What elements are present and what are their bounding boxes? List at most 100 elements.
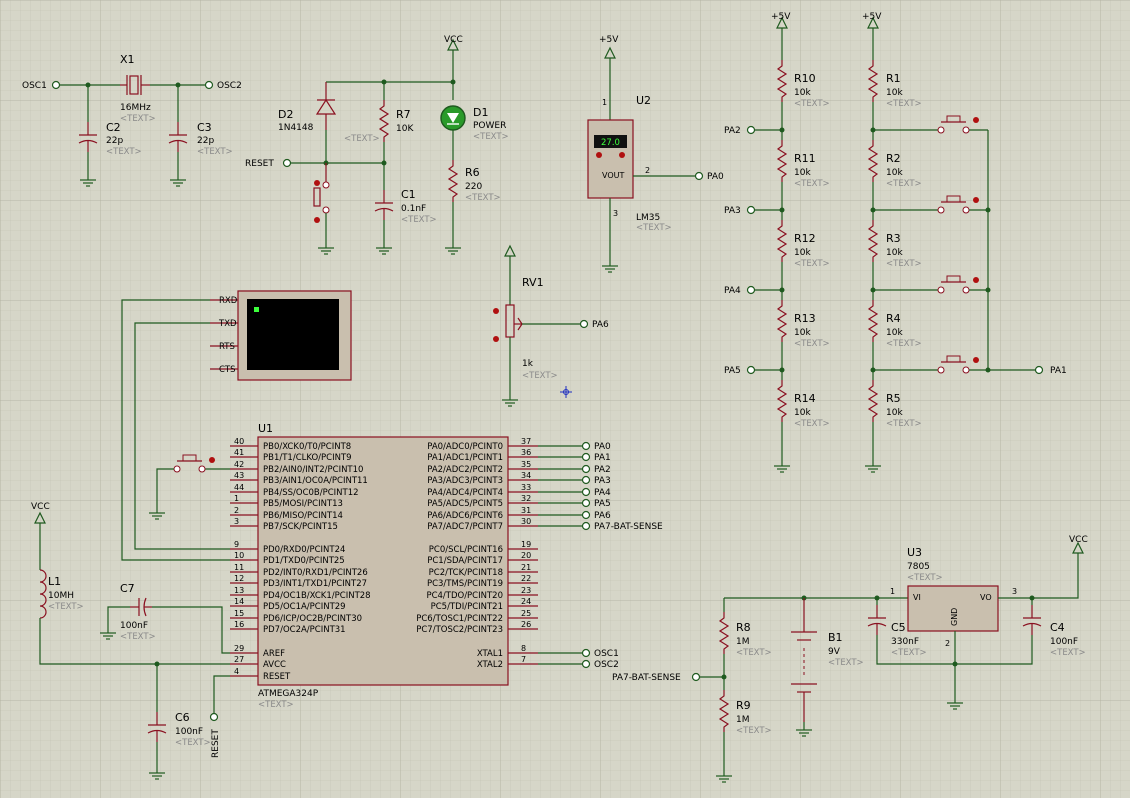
reset-u1-terminal[interactable] [209,712,219,722]
r8-ref: R8 [736,621,751,634]
u3-vo: VO [980,593,992,602]
u1-pin-number: 43 [234,471,244,480]
keypad-button-2[interactable] [937,195,979,214]
battery-b1[interactable] [791,598,817,722]
keypad-button-3[interactable] [937,275,979,294]
u1-net-terminal[interactable] [581,475,591,485]
inductor-l1[interactable] [39,569,47,619]
r10-value: 10k [794,88,811,98]
u1-pin-name: PA7/ADC7/PCINT7 [427,522,503,532]
u1-net-label: PA4 [594,488,611,498]
pa7-bat-sense-terminal[interactable] [691,672,701,682]
lm35-down-button[interactable] [596,152,602,158]
u1-pin-name: XTAL1 [477,649,503,659]
u1-pin-number: 2 [234,506,239,515]
pa3-ladder-terminal[interactable] [746,205,756,215]
d2-ref: D2 [278,108,293,121]
pa6-pot-terminal[interactable] [579,319,589,329]
r3-value: 10k [886,248,903,258]
u1-pin-name: PD1/TXD0/PCINT25 [263,556,345,566]
u1-net-terminal[interactable] [581,441,591,451]
u1-pin-name: PB7/SCK/PCINT15 [263,522,338,532]
u1-pin-name: PB3/AIN1/OC0A/PCINT11 [263,476,368,486]
u1-pin-name: PB5/MOSI/PCINT13 [263,499,343,509]
mcu-u1[interactable]: U1 ATMEGA324P <TEXT> 40PB0/XCK0/T0/PCINT… [230,422,663,710]
r14-ref: R14 [794,392,816,405]
u1-pin-number: 25 [521,609,531,618]
r1-placeholder: <TEXT> [886,99,922,109]
pa4-ladder-terminal[interactable] [746,285,756,295]
r9-value: 1M [736,715,750,725]
reset-u1-label: RESET [211,729,221,758]
u1-pin-number: 21 [521,563,531,572]
u1-net-label: OSC1 [594,649,619,659]
u1-pin-number: 20 [521,551,531,560]
rv1-value: 1k [522,359,534,369]
terminal-rxd: RXD [219,296,238,306]
u1-net-terminal[interactable] [581,510,591,520]
led-d1[interactable] [440,105,466,131]
r11-value: 10k [794,168,811,178]
pa4-ladder-label: PA4 [724,286,741,296]
diode-d2[interactable] [315,82,337,130]
c5-ref: C5 [891,621,906,634]
c4-ref: C4 [1050,621,1065,634]
u1-pin-number: 41 [234,448,244,457]
u1-net-terminal[interactable] [581,464,591,474]
x1-placeholder: <TEXT> [120,114,156,124]
c3-value: 22p [197,136,214,146]
vcc-label-left: VCC [31,502,50,512]
u3-value: 7805 [907,562,930,572]
r5-value: 10k [886,408,903,418]
u1-pin-number: 15 [234,609,244,618]
virtual-terminal[interactable]: RXD TXD RTS CTS [210,290,352,381]
u1-pin-name: RESET [263,672,291,682]
d1-ref: D1 [473,106,488,119]
c4-value: 100nF [1050,637,1078,647]
c6-value: 100nF [175,727,203,737]
reset-pushbutton[interactable] [313,163,330,240]
u1-net-terminal[interactable] [581,498,591,508]
r9-ref: R9 [736,699,751,712]
keypad-section: +5V R1 10k <TEXT> R2 10k <TEXT> R3 10k <… [862,12,1067,473]
keypad-button-4[interactable] [937,355,979,374]
pa3-ladder-label: PA3 [724,206,741,216]
u1-pin-name: PD5/OC1A/PCINT29 [263,602,346,612]
pa0-sensor-terminal[interactable] [694,171,704,181]
x1-ref: X1 [120,53,135,66]
pa5-ladder-terminal[interactable] [746,365,756,375]
keypad-5v-label: +5V [862,12,882,22]
reset-terminal[interactable] [282,158,292,168]
r12-ref: R12 [794,232,816,245]
u1-net-terminal[interactable] [581,487,591,497]
u3-pin1: 1 [890,587,895,596]
osc1-terminal[interactable] [51,80,61,90]
r12-value: 10k [794,248,811,258]
lm35-up-button[interactable] [619,152,625,158]
c6-placeholder: <TEXT> [175,738,211,748]
u1-pin-name: PB0/XCK0/T0/PCINT8 [263,442,351,452]
r8-value: 1M [736,637,750,647]
u1-net-label: PA3 [594,476,611,486]
osc2-terminal[interactable] [204,80,214,90]
r9-placeholder: <TEXT> [736,726,772,736]
pa2-ladder-terminal[interactable] [746,125,756,135]
regulator-u3[interactable] [907,585,999,632]
r11-placeholder: <TEXT> [794,179,830,189]
u1-net-terminal[interactable] [581,659,591,669]
d1-value: POWER [473,121,506,131]
u1-net-label: OSC2 [594,660,619,670]
u1-net-terminal[interactable] [581,648,591,658]
potentiometer-section: RV1 PA6 1k <TEXT> [493,245,609,407]
sensor-u2[interactable] [587,119,634,199]
u1-net-terminal[interactable] [581,452,591,462]
u1-pin-name: PB1/T1/CLKO/PCINT9 [263,453,352,463]
crystal-x1[interactable] [120,75,150,95]
capacitor-c7[interactable] [130,597,152,617]
u1-net-terminal[interactable] [581,521,591,531]
rv1-ref: RV1 [522,276,544,289]
pa1-keypad-terminal[interactable] [1034,365,1044,375]
u1-pin-number: 33 [521,483,531,492]
pb2-pushbutton[interactable] [156,454,230,505]
